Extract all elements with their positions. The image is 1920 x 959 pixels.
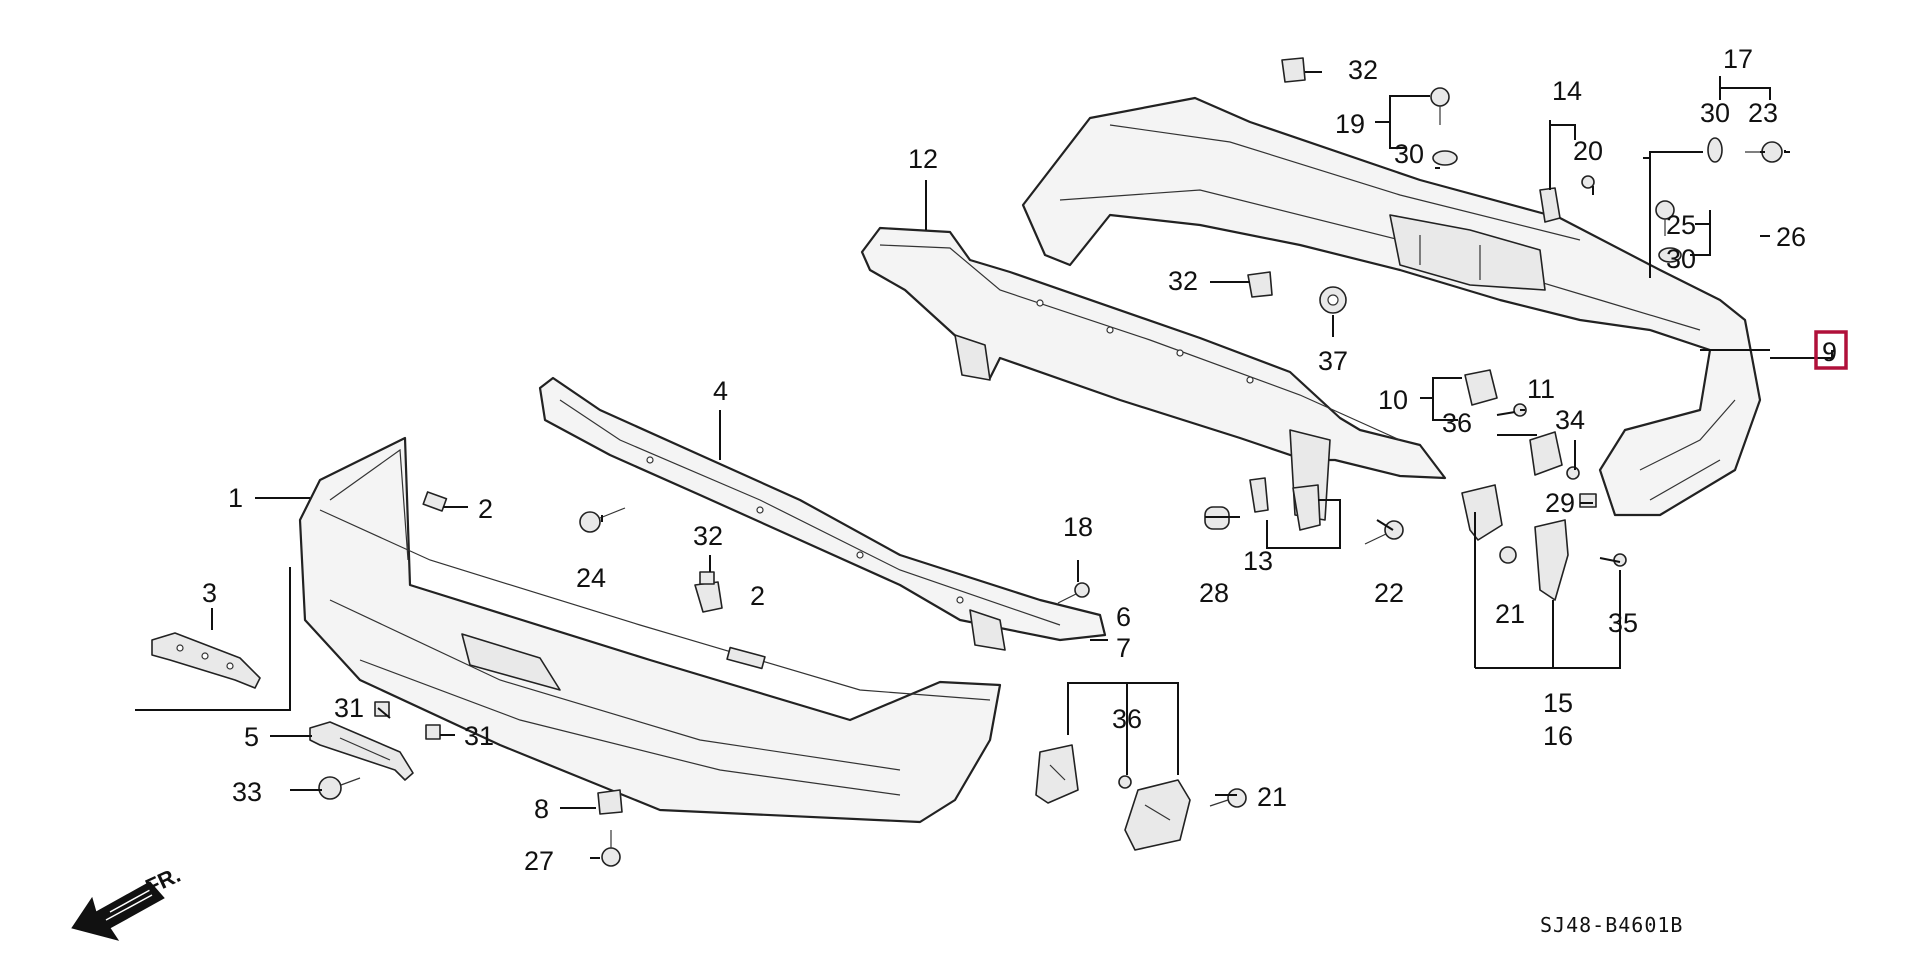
clip-32b[interactable]	[694, 571, 723, 613]
callout-32c[interactable]: 32	[1168, 266, 1198, 296]
callout-6[interactable]: 6	[1116, 602, 1131, 632]
callout-25[interactable]: 25	[1666, 210, 1696, 240]
callout-9[interactable]: 9	[1822, 337, 1837, 367]
callout-31a[interactable]: 31	[334, 693, 364, 723]
callout-29[interactable]: 29	[1545, 488, 1575, 518]
callout-35[interactable]: 35	[1608, 608, 1638, 638]
callout-16[interactable]: 16	[1543, 721, 1573, 751]
callout-32a[interactable]: 32	[1348, 55, 1378, 85]
bolt-22[interactable]	[1364, 520, 1404, 545]
rear-bumper-face[interactable]	[1021, 96, 1762, 517]
bracket-11[interactable]	[1529, 431, 1563, 476]
callout-33[interactable]: 33	[232, 777, 262, 807]
callout-8[interactable]: 8	[534, 794, 549, 824]
clip-8[interactable]	[597, 789, 623, 815]
bolt-21a[interactable]	[1499, 546, 1517, 564]
screw-34[interactable]	[1566, 466, 1580, 480]
retainer-2a[interactable]	[422, 491, 448, 512]
callout-20[interactable]: 20	[1573, 136, 1603, 166]
callout-30a[interactable]: 30	[1394, 139, 1424, 169]
callout-10[interactable]: 10	[1378, 385, 1408, 415]
callout-21a[interactable]: 21	[1495, 599, 1525, 629]
callout-5[interactable]: 5	[244, 722, 259, 752]
callout-32b[interactable]: 32	[693, 521, 723, 551]
bracket-7-right[interactable]	[1124, 779, 1191, 851]
retainer-2b[interactable]	[726, 646, 766, 670]
bolt-27[interactable]	[601, 830, 621, 867]
callout-31b[interactable]: 31	[464, 721, 494, 751]
callout-11[interactable]: 11	[1527, 374, 1555, 404]
front-bumper-face[interactable]	[298, 436, 1002, 824]
front-direction-arrow: FR.	[71, 862, 184, 941]
clip-29[interactable]	[1579, 493, 1597, 508]
bolt-25[interactable]	[1655, 200, 1675, 236]
bolt-33[interactable]	[318, 776, 361, 800]
callout-27[interactable]: 27	[524, 846, 554, 876]
bolt-21b[interactable]	[1209, 788, 1247, 808]
clip-32a[interactable]	[1281, 57, 1306, 83]
leader-lines	[135, 71, 1833, 859]
callout-26[interactable]: 26	[1776, 222, 1806, 252]
screw-35[interactable]	[1613, 553, 1627, 567]
callout-34[interactable]: 34	[1555, 405, 1585, 435]
callout-17[interactable]: 17	[1723, 44, 1753, 74]
bracket-5[interactable]	[309, 721, 414, 781]
callout-4[interactable]: 4	[713, 376, 728, 406]
callout-3[interactable]: 3	[202, 578, 217, 608]
clip-31b[interactable]	[425, 724, 441, 740]
nut-37[interactable]	[1319, 286, 1347, 314]
bracket-13[interactable]	[1249, 477, 1321, 531]
callout-28[interactable]: 28	[1199, 578, 1229, 608]
callout-7[interactable]: 7	[1116, 633, 1131, 663]
clip-31a[interactable]	[374, 701, 390, 717]
callout-12[interactable]: 12	[908, 144, 938, 174]
front-bumper-beam[interactable]	[538, 376, 1107, 651]
screw-36b[interactable]	[1118, 775, 1132, 789]
callout-2b[interactable]: 2	[750, 581, 765, 611]
bracket-15-right[interactable]	[1534, 519, 1569, 601]
screw-20[interactable]	[1581, 175, 1595, 189]
callout-37[interactable]: 37	[1318, 346, 1348, 376]
washer-30c[interactable]	[1658, 247, 1682, 263]
washer-30b[interactable]	[1707, 137, 1723, 163]
bolt-19[interactable]	[1430, 87, 1450, 125]
callout-15[interactable]: 15	[1543, 688, 1573, 718]
bolt-24[interactable]	[579, 507, 626, 533]
washer-30a[interactable]	[1432, 150, 1458, 166]
callout-14[interactable]: 14	[1552, 76, 1582, 106]
callout-22[interactable]: 22	[1374, 578, 1404, 608]
callout-24[interactable]: 24	[576, 563, 606, 593]
callout-2a[interactable]: 2	[478, 494, 493, 524]
bracket-7-left[interactable]	[1035, 744, 1079, 804]
highlight-box-9	[1814, 330, 1848, 370]
bracket-10[interactable]	[1464, 369, 1498, 406]
callout-19[interactable]: 19	[1335, 109, 1365, 139]
callout-23[interactable]: 23	[1748, 98, 1778, 128]
clip-32c[interactable]	[1247, 271, 1273, 298]
callout-18[interactable]: 18	[1063, 512, 1093, 542]
callout-36a[interactable]: 36	[1442, 408, 1472, 438]
rear-bumper-beam[interactable]	[860, 226, 1447, 521]
diagram-code: SJ48-B4601B	[1540, 913, 1683, 937]
callout-36b[interactable]: 36	[1112, 704, 1142, 734]
screw-18[interactable]	[1057, 582, 1090, 604]
callout-30c[interactable]: 30	[1666, 244, 1696, 274]
callouts: 1 2 2 3 4 5 6 7 8 9 10 11 12 13 14 15 16…	[202, 44, 1837, 876]
bracket-15-left[interactable]	[1461, 484, 1503, 541]
callout-13[interactable]: 13	[1243, 546, 1273, 576]
callout-1[interactable]: 1	[228, 483, 243, 513]
callout-21b[interactable]: 21	[1257, 782, 1287, 812]
callout-30b[interactable]: 30	[1700, 98, 1730, 128]
bracket-3[interactable]	[151, 632, 261, 689]
